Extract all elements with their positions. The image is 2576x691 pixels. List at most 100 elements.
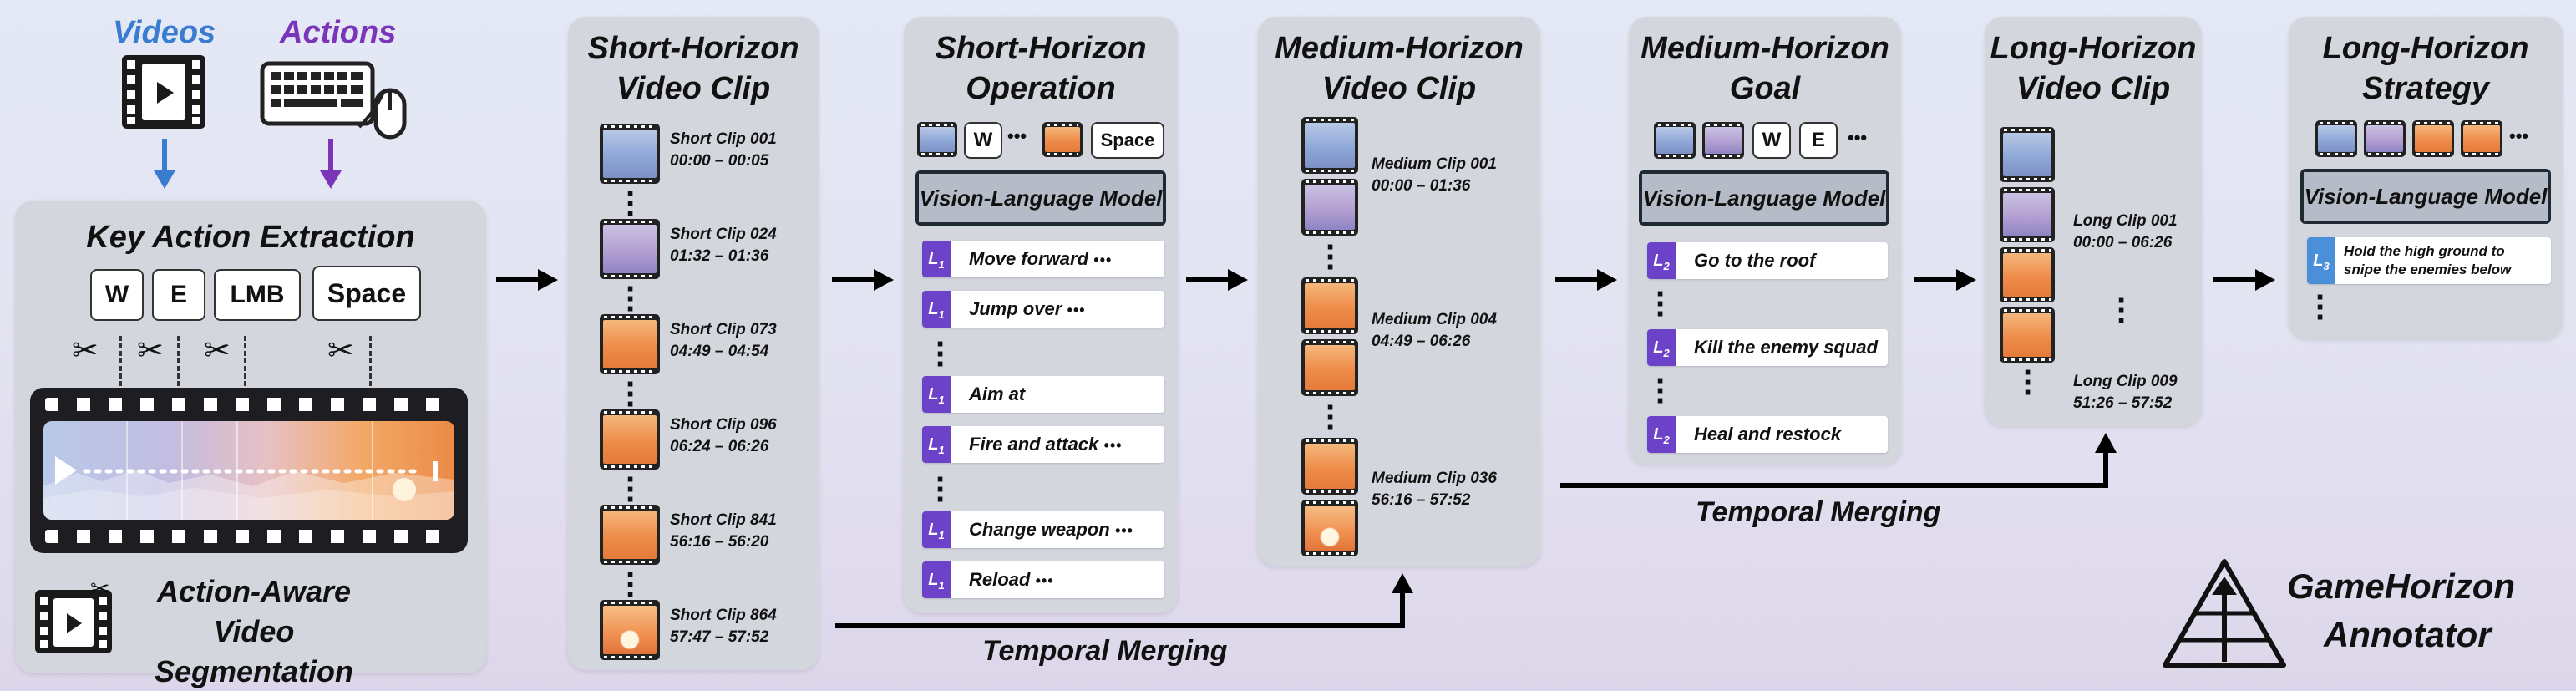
strategy-text-2: snipe the enemies below	[2344, 262, 2512, 277]
medium-clip-name: Medium Clip 001	[1372, 155, 1497, 173]
flow-arrowhead-2	[874, 269, 894, 291]
pyramid-logo-icon	[2162, 558, 2287, 668]
op-text: Aim at	[969, 384, 1026, 404]
goal-row: L2 Kill the enemy squad	[1647, 329, 1888, 366]
short-clip-time: 04:49 – 04:54	[670, 343, 769, 360]
op-row: L1 Jump over •••	[922, 291, 1164, 328]
cut-line	[244, 336, 246, 386]
flow-arrowhead-1	[538, 269, 558, 291]
short-clip-title-2: Video Clip	[616, 71, 771, 106]
short-clip-time: 56:16 – 56:20	[670, 533, 769, 551]
ellipsis-vertical: ···	[626, 366, 637, 423]
vlm-label: Vision-Language Model	[1642, 174, 1886, 222]
ellipsis-vertical: ···	[626, 175, 637, 232]
input-frame-thumb	[2364, 120, 2406, 157]
film-frame	[43, 421, 454, 520]
long-clip-title-2: Video Clip	[2016, 71, 2171, 106]
input-frame-thumb	[917, 122, 957, 157]
keyboard-mouse-icon	[259, 60, 409, 144]
merge-connector-2-h	[1560, 483, 2108, 488]
op-text: Jump over	[969, 298, 1062, 319]
long-clip-thumb	[2000, 307, 2055, 363]
medium-clip-thumb	[1301, 117, 1358, 174]
scissors-icon: ✂	[137, 333, 164, 368]
key-action-title: Key Action Extraction	[86, 220, 415, 255]
long-clip-panel: Long-Horizon Video Clip ··· Long Clip 00…	[1985, 17, 2202, 426]
long-clip-time: 51:26 – 57:52	[2073, 394, 2173, 412]
segmented-film-strip	[30, 388, 468, 553]
scissors-icon: ✂	[204, 333, 231, 368]
ellipsis-vertical: ···	[626, 556, 637, 613]
short-clip-name: Short Clip 841	[670, 511, 777, 529]
merge-arrowhead-1	[1392, 573, 1413, 593]
op-row: L1 Reload •••	[922, 561, 1164, 598]
flow-arrowhead-3	[1228, 269, 1248, 291]
short-clip-thumb	[600, 124, 660, 184]
medium-clip-time: 04:49 – 06:26	[1372, 333, 1471, 350]
long-strategy-title-2: Strategy	[2361, 71, 2490, 106]
ellipsis-vertical: ···	[936, 461, 947, 518]
cut-line	[369, 336, 372, 386]
op-text: Change weapon	[969, 519, 1110, 540]
medium-clip-thumb	[1301, 179, 1358, 236]
ellipsis-vertical: ···	[2117, 282, 2128, 339]
key-action-panel: Key Action Extraction W E LMB Space ✂ ✂ …	[15, 201, 486, 688]
temporal-merging-label-1: Temporal Merging	[982, 635, 1228, 667]
key-e: E	[152, 269, 205, 321]
medium-goal-title-1: Medium-Horizon	[1640, 31, 1889, 66]
ellipsis-vertical: ···	[626, 461, 637, 518]
videos-down-arrow	[162, 139, 167, 172]
short-clip-time: 00:00 – 00:05	[670, 152, 769, 170]
medium-clip-panel: Medium-Horizon Video Clip Medium Clip 00…	[1258, 17, 1540, 567]
medium-clip-thumb	[1301, 438, 1358, 495]
short-clip-thumb	[600, 409, 660, 470]
vlm-label: Vision-Language Model	[919, 174, 1163, 222]
flow-arrow-3	[1186, 277, 1230, 282]
medium-clip-thumb	[1301, 339, 1358, 396]
ellipsis-vertical: ···	[1326, 229, 1337, 286]
short-clip-time: 06:24 – 06:26	[670, 438, 769, 455]
ellipsis-vertical: ···	[626, 271, 637, 328]
short-clip-name: Short Clip 073	[670, 321, 777, 338]
input-key-w: W	[964, 122, 1002, 159]
long-clip-time: 00:00 – 06:26	[2073, 234, 2173, 252]
ellipsis-vertical: ···	[1656, 363, 1667, 419]
medium-clip-name: Medium Clip 004	[1372, 311, 1497, 328]
scissors-icon: ✂	[72, 333, 99, 368]
medium-clip-title-2: Video Clip	[1321, 71, 1477, 106]
ellipsis-vertical: ···	[2023, 354, 2035, 411]
key-lmb: LMB	[214, 269, 301, 321]
long-strategy-title-1: Long-Horizon	[2322, 31, 2529, 66]
flow-arrowhead-5	[1956, 269, 1976, 291]
film-sprockets-bottom	[45, 530, 453, 543]
merge-connector-2-v	[2103, 451, 2108, 488]
medium-clip-name: Medium Clip 036	[1372, 470, 1497, 487]
level-badge: L3	[2307, 237, 2335, 284]
input-key-space: Space	[1091, 122, 1164, 159]
input-frame-thumb	[2315, 120, 2357, 157]
long-clip-name: Long Clip 009	[2073, 373, 2178, 390]
flow-arrow-6	[2213, 277, 2257, 282]
level-badge: L2	[1647, 242, 1676, 279]
short-clip-name: Short Clip 096	[670, 416, 777, 434]
ellipsis: •••	[1093, 252, 1113, 268]
segmentation-label-2: Video Segmentation	[154, 614, 354, 688]
vlm-box: Vision-Language Model	[915, 170, 1166, 226]
short-clip-thumb	[600, 505, 660, 565]
level-badge: L1	[922, 376, 951, 413]
temporal-merging-label-2: Temporal Merging	[1696, 496, 1941, 528]
ellipsis: •••	[1035, 572, 1054, 589]
key-space: Space	[312, 266, 421, 321]
level-badge: L1	[922, 561, 951, 598]
flow-arrowhead-6	[2255, 269, 2275, 291]
key-w: W	[90, 269, 144, 321]
input-key-e: E	[1799, 122, 1838, 159]
flow-arrow-1	[496, 277, 540, 282]
goal-text: Go to the roof	[1694, 250, 1816, 271]
goal-row: L2 Go to the roof	[1647, 242, 1888, 279]
op-text: Fire and attack	[969, 434, 1099, 455]
short-clip-time: 57:47 – 57:52	[670, 628, 769, 646]
vlm-box: Vision-Language Model	[1639, 170, 1889, 226]
input-frame-thumb	[1042, 122, 1083, 157]
vlm-label: Vision-Language Model	[2304, 172, 2548, 221]
